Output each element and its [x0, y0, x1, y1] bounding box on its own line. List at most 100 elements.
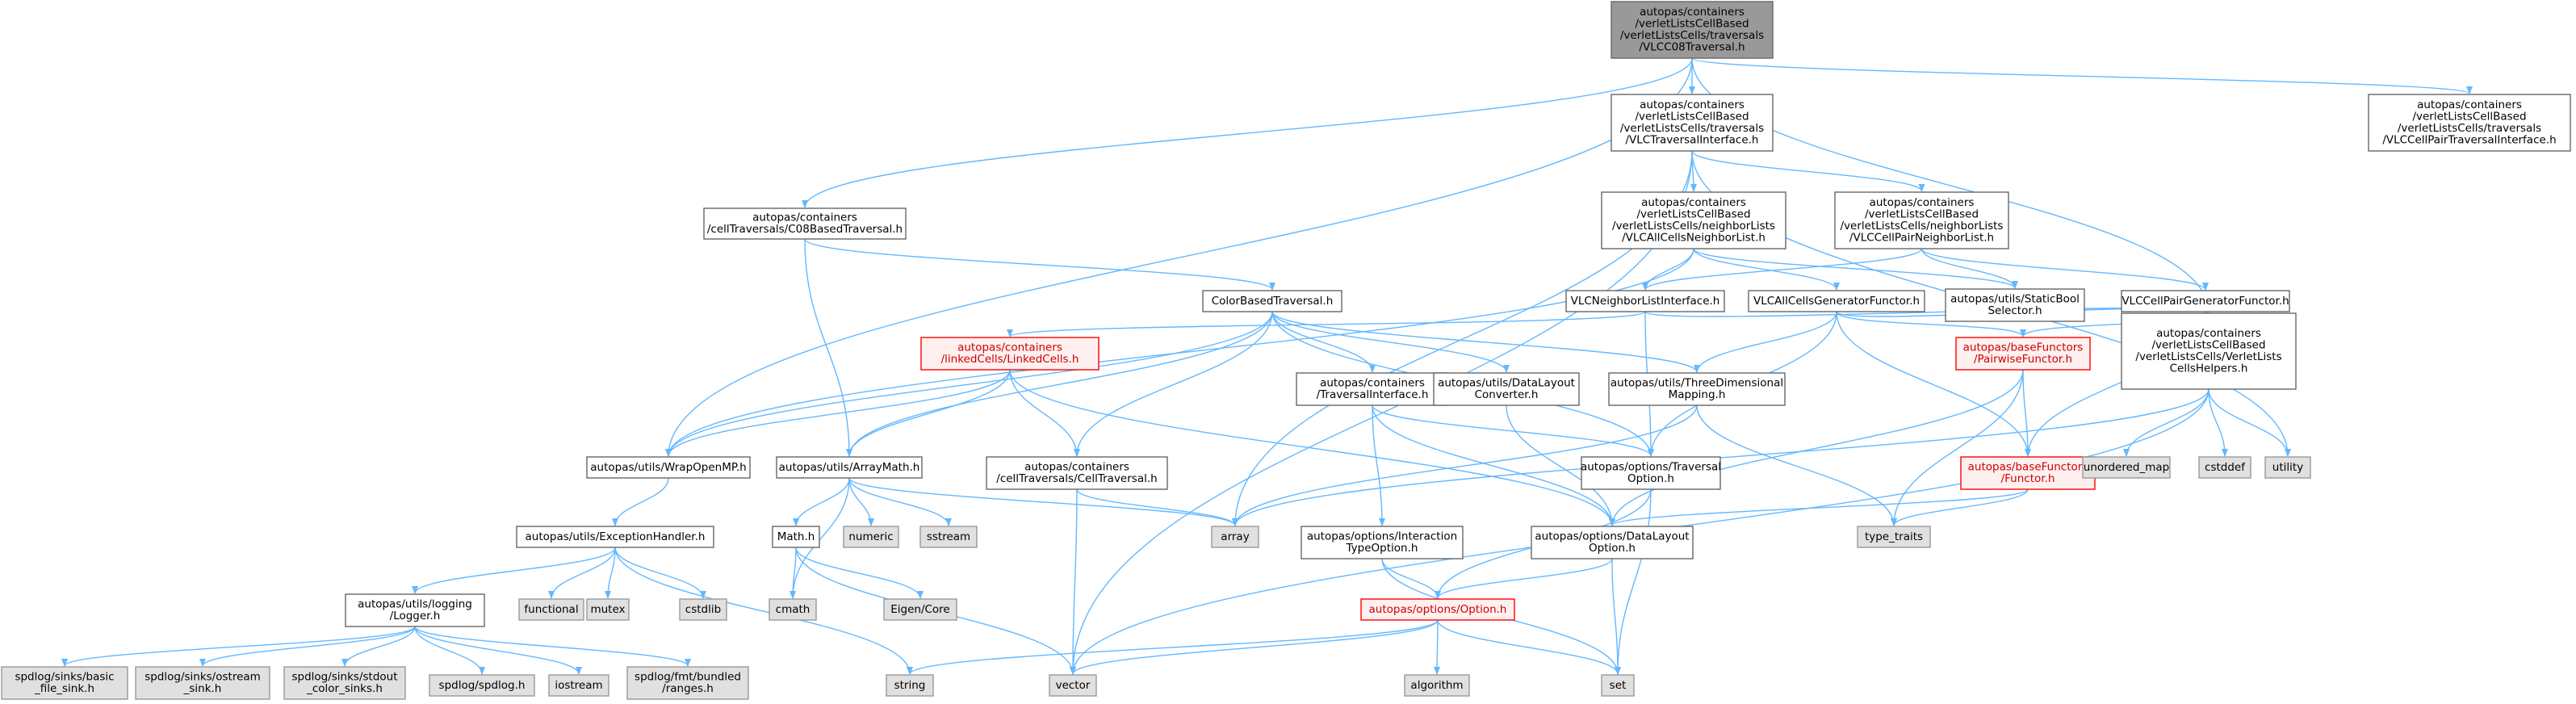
node-box	[1202, 290, 1342, 312]
node-label: array	[1221, 530, 1249, 543]
node-label-line: /verletListsCells/traversals	[1620, 29, 1764, 42]
node-exceptionhandler[interactable]: autopas/utils/ExceptionHandler.h	[516, 526, 714, 548]
node-label-line: autopas/containers	[1024, 461, 1129, 474]
edge-vlcallcellsneighborlist-to-wrapopenmp	[665, 248, 1694, 457]
node-label-line: CellsHelpers.h	[2170, 362, 2248, 375]
node-label-line: type_traits	[1865, 530, 1923, 543]
node-label: set	[1610, 679, 1627, 692]
edge-traversalinterface-to-interactiontypeoption	[1372, 404, 1385, 526]
node-functional: functional	[518, 598, 584, 621]
node-label: autopas/utils/ExceptionHandler.h	[526, 530, 706, 543]
node-box	[1211, 526, 1259, 548]
node-label-line: /VLCC08Traversal.h	[1639, 41, 1745, 54]
edge-pairwisefunctor-to-type_traits	[1891, 369, 2024, 526]
edge-arraymath-to-sstream	[848, 477, 952, 526]
node-label-line: VLCNeighborListInterface.h	[1571, 295, 1720, 308]
node-cstddef: cstddef	[2198, 456, 2251, 479]
edge-exceptionhandler-to-mutex	[605, 547, 616, 599]
node-box	[1296, 372, 1449, 406]
node-vector: vector	[1049, 674, 1097, 697]
edge-vlcallcellsneighborlist-to-staticboolselector	[1693, 248, 2018, 289]
edge-c08basedtraversal-to-colorbasedtraversal	[804, 238, 1275, 291]
node-box	[2121, 312, 2297, 390]
node-label-line: _sink.h	[183, 682, 222, 695]
node-vlcallcellsgeneratorfunctor[interactable]: VLCAllCellsGeneratorFunctor.h	[1748, 290, 1925, 312]
node-label-line: unordered_map	[2084, 461, 2169, 474]
node-vlccellpairgeneratorfunctor[interactable]: VLCCellPairGeneratorFunctor.h	[2121, 290, 2290, 312]
node-box	[518, 598, 584, 621]
edge-functor-to-type_traits	[1891, 488, 2029, 526]
edge-vlcallcellsneighborlist-to-vlcneighborlistinterface	[1642, 248, 1694, 291]
node-label: autopas/containers/TraversalInterface.h	[1317, 377, 1429, 402]
edge-arraymath-to-numeric	[848, 477, 874, 526]
edge-vlccellpairneighborlist-to-vlccellpairgeneratorfunctor	[1920, 248, 2209, 291]
node-set: set	[1601, 674, 1635, 697]
node-label: cmath	[776, 603, 810, 616]
node-vlctraversalinterface[interactable]: autopas/containers/verletListsCellBased/…	[1611, 94, 1774, 152]
node-label-line: autopas/options/Option.h	[1369, 603, 1507, 616]
node-option[interactable]: autopas/options/Option.h	[1360, 598, 1515, 621]
node-box	[1748, 290, 1925, 312]
node-vlccellpairneighborlist[interactable]: autopas/containers/verletListsCellBased/…	[1834, 191, 2009, 249]
edge-mathh-to-cmath	[790, 547, 797, 599]
node-label-line: autopas/utils/ExceptionHandler.h	[526, 530, 706, 543]
node-label: cstddef	[2205, 461, 2246, 474]
node-mathh[interactable]: Math.h	[772, 526, 820, 548]
node-box	[586, 598, 630, 621]
node-label: functional	[524, 603, 578, 616]
node-label: autopas/utils/logging/Logger.h	[358, 598, 472, 623]
edge-datalayoutconverter-to-datalayoutoption	[1506, 404, 1615, 526]
node-label-line: /verletListsCells/traversals	[2398, 122, 2541, 135]
node-label: autopas/utils/WrapOpenMP.h	[590, 461, 746, 474]
node-vlccellpairtraversalinterface[interactable]: autopas/containers/verletListsCellBased/…	[2368, 94, 2571, 152]
node-label: autopas/baseFunctors/Functor.h	[1968, 461, 2088, 486]
node-celltraversal[interactable]: autopas/containers/cellTraversals/CellTr…	[986, 456, 1168, 490]
node-box	[1, 666, 128, 700]
node-vlcneighborlistinterface[interactable]: VLCNeighborListInterface.h	[1565, 290, 1725, 312]
node-label: ColorBasedTraversal.h	[1212, 295, 1334, 308]
node-ranges: spdlog/fmt/bundled/ranges.h	[626, 666, 749, 700]
node-label: autopas/containers/verletListsCellBased/…	[2135, 327, 2281, 375]
node-label-line: string	[894, 679, 926, 692]
node-vlcallcellsneighborlist[interactable]: autopas/containers/verletListsCellBased/…	[1601, 191, 1786, 249]
node-pairwisefunctor[interactable]: autopas/baseFunctors/PairwiseFunctor.h	[1955, 337, 2091, 371]
node-box	[135, 666, 270, 700]
node-box	[1360, 598, 1515, 621]
node-label-line: /verletListsCells/traversals	[1620, 122, 1764, 135]
node-logger[interactable]: autopas/utils/logging/Logger.h	[345, 593, 485, 627]
edge-linkedcells-to-arraymath	[846, 369, 1011, 457]
node-functor[interactable]: autopas/baseFunctors/Functor.h	[1960, 456, 2096, 490]
node-wrapopenmp[interactable]: autopas/utils/WrapOpenMP.h	[586, 456, 751, 479]
node-box	[843, 526, 899, 548]
node-arraymath[interactable]: autopas/utils/ArrayMath.h	[776, 456, 923, 479]
edge-colorbasedtraversal-to-threedimensionalmapping	[1271, 311, 1700, 373]
node-verletlistscellshelpers[interactable]: autopas/containers/verletListsCellBased/…	[2121, 312, 2297, 390]
node-traversalinterface[interactable]: autopas/containers/TraversalInterface.h	[1296, 372, 1449, 406]
node-box	[1581, 456, 1721, 490]
edge-logger-to-ostream_sink	[199, 626, 416, 667]
node-label-line: /VLCCellPairNeighborList.h	[1849, 232, 1994, 245]
node-label-line: autopas/baseFunctors	[1963, 342, 2084, 354]
node-box	[1960, 456, 2096, 490]
node-box	[986, 456, 1168, 490]
node-array: array	[1211, 526, 1259, 548]
node-label-line: /verletListsCellBased	[2412, 111, 2526, 124]
node-colorbasedtraversal[interactable]: ColorBasedTraversal.h	[1202, 290, 1342, 312]
edge-exceptionhandler-to-string	[614, 547, 913, 675]
node-label-line: Option.h	[1627, 472, 1674, 485]
node-root[interactable]: autopas/containers/verletListsCellBased/…	[1611, 1, 1774, 59]
node-linkedcells[interactable]: autopas/containers/linkedCells/LinkedCel…	[920, 337, 1100, 371]
edge-colorbasedtraversal-to-wrapopenmp	[665, 311, 1273, 457]
node-label-line: autopas/utils/WrapOpenMP.h	[590, 461, 746, 474]
node-label-line: sstream	[927, 530, 970, 543]
node-c08basedtraversal[interactable]: autopas/containers/cellTraversals/C08Bas…	[703, 207, 907, 240]
